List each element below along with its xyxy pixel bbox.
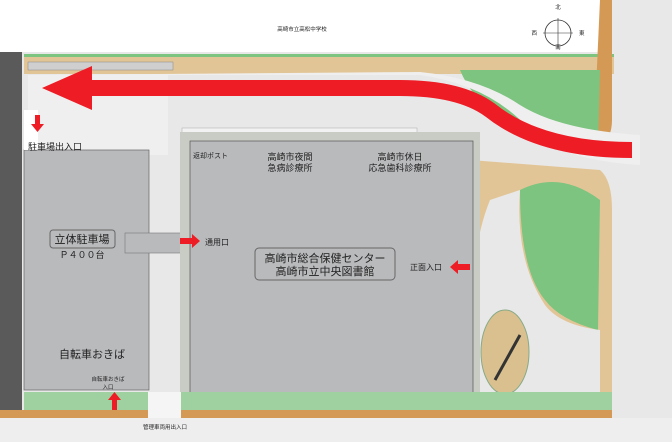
label-service-vehicle-entrance: 管理車両用出入口: [143, 423, 187, 431]
label-return-post: 返却ポスト: [193, 151, 228, 160]
compass-north: 北: [555, 3, 561, 11]
label-library: 高崎市立中央図書館: [276, 264, 375, 278]
garden-bench: [493, 334, 522, 381]
arrow-service-entrance: [180, 234, 200, 248]
compass-icon: 北 南 東 西: [531, 3, 585, 51]
parking-gate: [24, 110, 38, 150]
tan-strip-east: [575, 0, 612, 152]
parking-structure: [23, 149, 150, 391]
road-east: [612, 0, 672, 442]
road-west: [0, 52, 22, 422]
compass-east: 東: [579, 29, 585, 37]
road-south: [0, 418, 672, 442]
main-building: [189, 140, 474, 396]
parking-stalls-north: [27, 61, 174, 71]
label-night-clinic-2: 急病診療所: [267, 162, 312, 174]
arrow-main-entrance: [450, 260, 470, 274]
label-school: 高崎市立高松中学校: [277, 25, 327, 33]
school-grounds: [0, 0, 612, 52]
compass-south: 南: [555, 43, 561, 51]
label-health-center: 高崎市総合保健センター: [265, 251, 386, 265]
label-service-entrance: 通用口: [205, 237, 229, 247]
garden-bed: [480, 309, 530, 395]
label-holiday-clinic-1: 高崎市休日: [377, 151, 422, 163]
traffic-arrow-head: [42, 66, 92, 110]
compass-west: 西: [531, 30, 537, 37]
label-holiday-clinic-2: 応急歯科診療所: [368, 162, 431, 174]
tan-strip-south: [0, 410, 612, 418]
label-bicycle-entrance-1: 自転車おきば: [91, 375, 125, 383]
arrow-parking-entrance: [31, 115, 44, 132]
label-box-main: [254, 247, 396, 281]
label-bicycle-entrance-2: 入口: [102, 384, 113, 391]
hedge-top: [24, 54, 614, 57]
lawn-east: [520, 182, 600, 330]
traffic-arrow: [85, 80, 633, 158]
label-night-clinic-1: 高崎市夜間: [267, 151, 312, 163]
label-parking-entrance: 駐車場出入口: [28, 141, 82, 153]
label-main-entrance: 正面入口: [410, 263, 442, 272]
label-box-parking: [49, 229, 116, 249]
label-parking-structure: 立体駐車場: [55, 232, 110, 246]
label-parking-capacity: Ｐ４００台: [59, 249, 104, 261]
arrow-bicycle-entrance: [108, 392, 121, 410]
driveway: [28, 72, 640, 165]
service-drive: [148, 392, 181, 418]
label-bicycle-parking: 自転車おきば: [59, 347, 125, 361]
